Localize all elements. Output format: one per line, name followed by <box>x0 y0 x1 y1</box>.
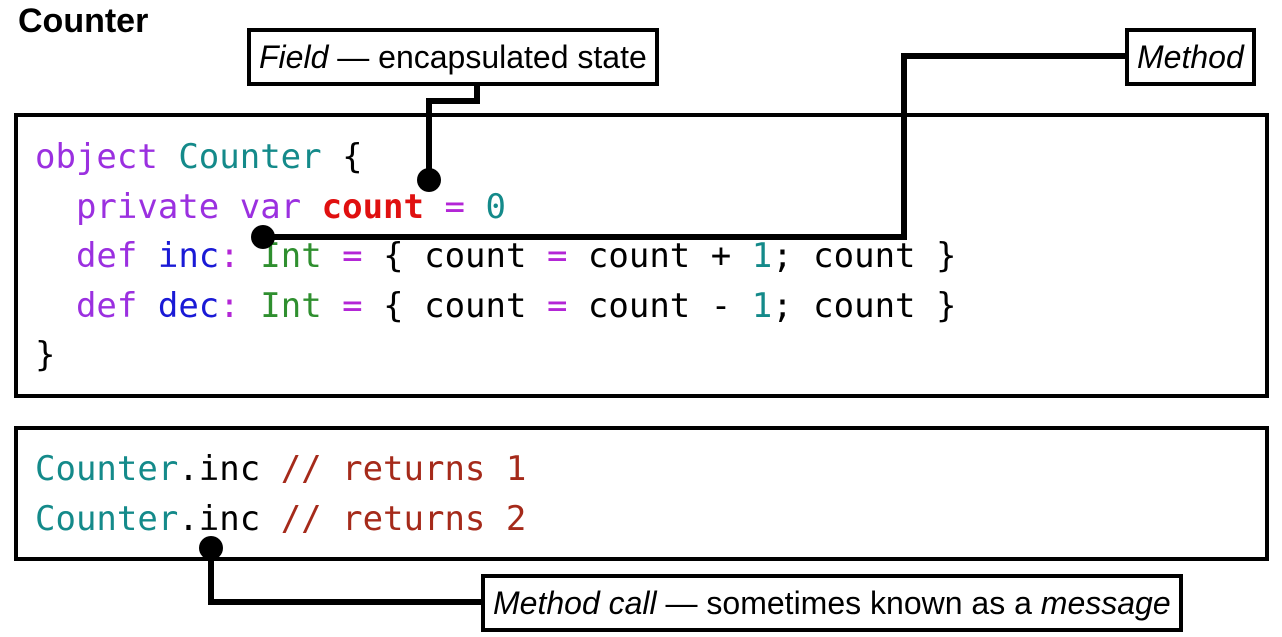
usage-line-2: Counter.inc // returns 2 <box>35 498 527 539</box>
code-line-5: } <box>35 335 56 375</box>
diagram-title: Counter <box>18 2 149 40</box>
field-anchor-dot <box>417 168 441 192</box>
assign-op: = <box>444 186 465 227</box>
definition-code-box <box>14 113 1269 398</box>
method-call-callout: Method call — sometimes known as a messa… <box>481 574 1183 632</box>
initial-value: 0 <box>485 186 506 227</box>
message-term: message <box>1040 585 1171 621</box>
method-call-term: Method call <box>493 585 657 621</box>
method-dec: dec <box>157 285 220 326</box>
keyword-def: def <box>75 236 138 276</box>
object-name: Counter <box>178 137 322 177</box>
method-term: Method <box>1137 39 1244 75</box>
method-anchor-dot <box>251 225 275 249</box>
method-call-leader-line <box>208 548 481 605</box>
field-callout: Field — encapsulated state <box>247 28 659 86</box>
code-line-3: def inc: Int = { count = count + 1; coun… <box>75 236 957 276</box>
field-count: count <box>321 186 424 227</box>
method-inc: inc <box>157 236 220 276</box>
field-description: encapsulated state <box>378 39 647 75</box>
object-ref: Counter <box>35 498 179 539</box>
code-line-4: def dec: Int = { count = count - 1; coun… <box>75 285 957 326</box>
usage-line-1: Counter.inc // returns 1 <box>35 449 527 489</box>
comment: // returns 1 <box>280 449 527 489</box>
method-call-anchor-dot <box>199 536 223 560</box>
type-int: Int <box>260 285 322 326</box>
method-call-description: sometimes known as a <box>706 585 1041 621</box>
field-term: Field <box>259 39 329 75</box>
keyword-var: var <box>239 186 302 227</box>
keyword-def: def <box>75 285 138 326</box>
method-ref: inc <box>198 498 261 539</box>
code-line-2: private var count = 0 <box>35 187 506 227</box>
field-leader-line <box>426 84 480 180</box>
definition-code: object Counter { private var count = 0 d… <box>35 133 957 381</box>
keyword-private: private <box>75 186 220 227</box>
comment: // returns 2 <box>280 498 527 539</box>
method-callout: Method <box>1125 28 1256 86</box>
method-ref: inc <box>198 449 261 489</box>
keyword-object: object <box>35 137 158 177</box>
open-brace: { <box>342 137 363 177</box>
method-leader-line <box>263 53 1125 240</box>
object-ref: Counter <box>35 449 179 489</box>
usage-code-box <box>14 426 1269 561</box>
usage-code: Counter.inc // returns 1 Counter.inc // … <box>35 445 526 544</box>
code-line-1: object Counter { <box>35 137 363 177</box>
